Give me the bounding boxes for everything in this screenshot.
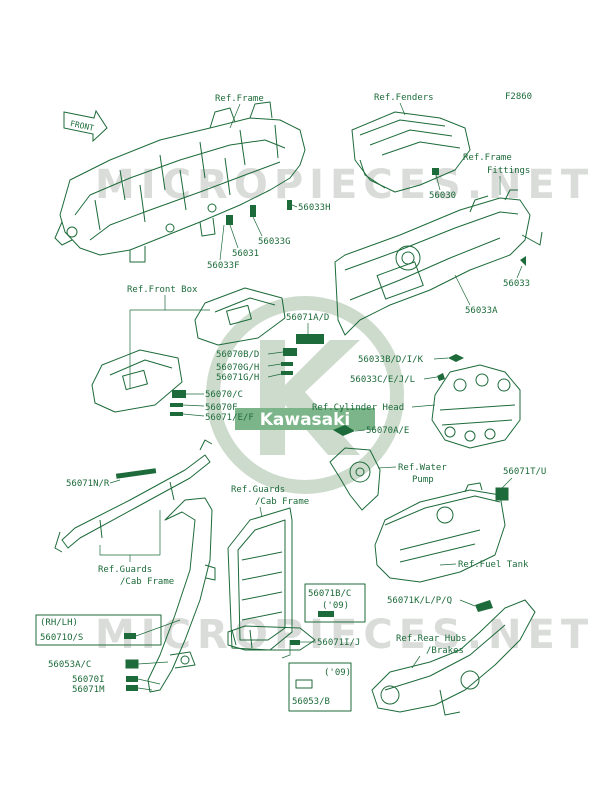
- part-56033: 56033: [503, 279, 530, 289]
- decal-56070AE: [333, 425, 355, 436]
- part-56030: 56030: [429, 191, 456, 201]
- cab-frame-drawing: [227, 507, 316, 651]
- decal-56071NR: [115, 468, 157, 479]
- part-56071TU: 56071T/U: [503, 467, 546, 477]
- decal-56033CEJL: [437, 373, 445, 381]
- cylinder-head-drawing: [431, 364, 521, 449]
- decal-56070I: [126, 676, 138, 682]
- watermark: MICROPIECES.NET MICROPIECES.NET Kawasaki: [95, 162, 594, 658]
- decal-56071IJ: [290, 640, 300, 645]
- water-pump-drawing: [329, 447, 381, 511]
- decal-56033G: [250, 205, 256, 217]
- part-56071OS: 56071O/S: [40, 633, 83, 643]
- part-56053B: 56053/B: [292, 697, 330, 707]
- part-56071KLPQ: 56071K/L/P/Q: [387, 596, 452, 606]
- part-56070GH: 56070G/H: [216, 363, 259, 373]
- part-56070F: 56070F: [205, 403, 238, 413]
- ref-cylinder-head-label: Ref.Cylinder Head: [312, 403, 404, 413]
- ref-guards-right-label-1: Ref.Guards: [231, 485, 285, 495]
- part-56071EF: 56071/E/F: [205, 413, 254, 423]
- ref-front-box-label: Ref.Front Box: [127, 285, 198, 295]
- part-56033G: 56033G: [258, 237, 291, 247]
- fenders-drawing: [351, 111, 471, 193]
- part-56053B-year: ('09): [324, 668, 351, 678]
- rear-hubs-drawing: [371, 599, 536, 716]
- part-56071IJ: 56071I/J: [317, 638, 360, 648]
- front-box-drawing-lower: [91, 349, 183, 413]
- part-56071AD: 56071A/D: [286, 313, 329, 323]
- frame-drawing: [54, 101, 306, 263]
- decal-56070BD: [283, 348, 297, 356]
- part-56071GH: 56071G/H: [216, 373, 259, 383]
- ref-guards-right-label-2: /Cab Frame: [255, 497, 309, 507]
- decal-56071AD: [296, 334, 324, 344]
- year-box-56053B: [288, 662, 352, 712]
- ref-frame-label: Ref.Frame: [215, 94, 264, 104]
- decal-56033: [520, 256, 526, 266]
- ref-fuel-tank-label: Ref.Fuel Tank: [458, 560, 529, 570]
- decal-56070F: [170, 403, 183, 407]
- decal-56070C: [172, 390, 186, 398]
- watermark-site-bottom: MICROPIECES.NET: [95, 612, 594, 658]
- ref-rear-hubs-label-2: /Brakes: [426, 646, 464, 656]
- decal-56071M: [126, 685, 138, 691]
- year-box-56071BC: [304, 583, 366, 623]
- front-arrow-icon: FRONT: [63, 109, 108, 143]
- part-56070C: 56070/C: [205, 390, 243, 400]
- figure-code: F2860: [505, 92, 532, 102]
- part-56071M: 56071M: [72, 685, 105, 695]
- part-56071BC-year: ('09): [322, 601, 349, 611]
- part-56070AE: 56070A/E: [366, 426, 409, 436]
- decal-56071BC: [318, 611, 334, 617]
- part-rh-lh: (RH/LH): [40, 618, 78, 628]
- ref-rear-hubs-label-1: Ref.Rear Hubs: [396, 634, 466, 644]
- ref-fenders-label: Ref.Fenders: [374, 93, 434, 103]
- decal-56071EF: [170, 412, 183, 416]
- ref-guards-left-label-1: Ref.Guards: [98, 565, 152, 575]
- ref-water-pump-label-1: Ref.Water: [398, 463, 447, 473]
- part-56070I: 56070I: [72, 675, 105, 685]
- front-box-drawing-upper: [194, 287, 286, 346]
- kawasaki-logo-watermark: Kawasaki: [206, 296, 404, 494]
- decal-56071OS: [124, 633, 136, 639]
- fuel-tank-drawing: [374, 482, 506, 583]
- decal-56031: [226, 215, 233, 225]
- decal-56070GH: [281, 362, 293, 366]
- part-56033BDIK: 56033B/D/I/K: [358, 355, 424, 365]
- part-56053AC: 56053A/C: [48, 660, 91, 670]
- part-56070BD: 56070B/D: [216, 350, 259, 360]
- part-56033CEJL: 56033C/E/J/L: [350, 375, 415, 385]
- decal-56053AC: [125, 659, 139, 669]
- decal-56053B: [295, 679, 313, 689]
- decal-56071KLPQ: [475, 600, 493, 612]
- ref-frame-fittings-label-2: Fittings: [487, 166, 530, 176]
- part-56031: 56031: [232, 249, 259, 259]
- part-56071NR: 56071N/R: [66, 479, 110, 489]
- ref-frame-fittings-label-1: Ref.Frame: [463, 153, 512, 163]
- part-56033A: 56033A: [465, 306, 498, 316]
- rh-lh-box: [35, 614, 162, 646]
- roll-bar-drawing: [147, 497, 216, 693]
- decal-56033BDIK: [448, 354, 464, 362]
- watermark-brand: Kawasaki: [260, 410, 351, 430]
- decal-56033H: [287, 200, 292, 210]
- decal-56071TU: [495, 487, 509, 501]
- guard-bar-drawing: [54, 439, 213, 553]
- part-56071BC: 56071B/C: [308, 589, 351, 599]
- ref-water-pump-label-2: Pump: [412, 475, 434, 485]
- part-56033H: 56033H: [298, 203, 331, 213]
- decal-56030: [432, 168, 439, 175]
- decal-56071GH: [281, 371, 293, 375]
- frame-fittings-drawing: [334, 189, 543, 336]
- ref-guards-left-label-2: /Cab Frame: [120, 577, 174, 587]
- part-56033F: 56033F: [207, 261, 240, 271]
